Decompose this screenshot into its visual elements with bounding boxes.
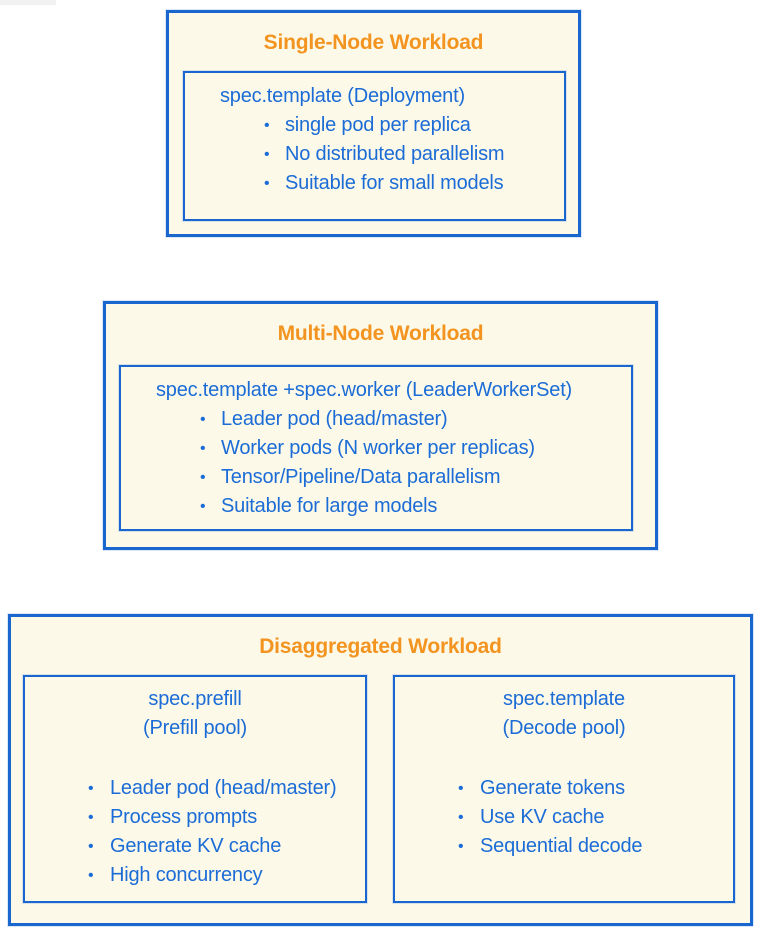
prefill-bullet-list: Leader pod (head/master) Process prompts… bbox=[25, 774, 365, 890]
single-node-bullet-list: single pod per replica No distributed pa… bbox=[185, 111, 564, 198]
bullet-item: High concurrency bbox=[25, 861, 365, 890]
decode-spec-label: spec.template bbox=[503, 688, 625, 710]
bullet-item: Tensor/Pipeline/Data parallelism bbox=[121, 463, 631, 492]
bullet-item: Leader pod (head/master) bbox=[121, 405, 631, 434]
bullet-item: Worker pods (N worker per replicas) bbox=[121, 434, 631, 463]
screenshot-edge-artifact bbox=[0, 0, 56, 5]
multi-node-bullet-list: Leader pod (head/master) Worker pods (N … bbox=[121, 405, 631, 521]
bullet-item: single pod per replica bbox=[185, 111, 564, 140]
multi-node-workload-title: Multi-Node Workload bbox=[277, 322, 484, 345]
bullet-item: No distributed parallelism bbox=[185, 140, 564, 169]
single-node-workload-box: Single-Node Workload spec.template (Depl… bbox=[166, 10, 581, 237]
disaggregated-workload-title: Disaggregated Workload bbox=[259, 635, 502, 658]
bullet-item: Suitable for large models bbox=[121, 492, 631, 521]
bullet-item: Generate KV cache bbox=[25, 832, 365, 861]
single-node-spec-box: spec.template (Deployment) single pod pe… bbox=[183, 71, 566, 221]
decode-pool-label: (Decode pool) bbox=[502, 717, 626, 739]
decode-pool-heading: spec.template (Decode pool) bbox=[395, 685, 733, 743]
bullet-item: Generate tokens bbox=[395, 774, 733, 803]
bullet-item: Process prompts bbox=[25, 803, 365, 832]
prefill-spec-label: spec.prefill bbox=[148, 688, 242, 710]
multi-node-spec-heading: spec.template +spec.worker (LeaderWorker… bbox=[156, 379, 573, 401]
bullet-item: Leader pod (head/master) bbox=[25, 774, 365, 803]
prefill-pool-label: (Prefill pool) bbox=[143, 717, 247, 739]
prefill-pool-heading: spec.prefill (Prefill pool) bbox=[25, 685, 365, 743]
single-node-workload-title: Single-Node Workload bbox=[263, 31, 484, 54]
decode-pool-box: spec.template (Decode pool) Generate tok… bbox=[393, 675, 735, 903]
bullet-item: Suitable for small models bbox=[185, 169, 564, 198]
multi-node-spec-box: spec.template +spec.worker (LeaderWorker… bbox=[119, 365, 633, 531]
disaggregated-workload-box: Disaggregated Workload spec.prefill (Pre… bbox=[8, 614, 753, 926]
bullet-item: Sequential decode bbox=[395, 832, 733, 861]
bullet-item: Use KV cache bbox=[395, 803, 733, 832]
single-node-spec-heading: spec.template (Deployment) bbox=[220, 85, 465, 107]
multi-node-workload-box: Multi-Node Workload spec.template +spec.… bbox=[103, 301, 658, 550]
decode-bullet-list: Generate tokens Use KV cache Sequential … bbox=[395, 774, 733, 861]
prefill-pool-box: spec.prefill (Prefill pool) Leader pod (… bbox=[23, 675, 367, 903]
